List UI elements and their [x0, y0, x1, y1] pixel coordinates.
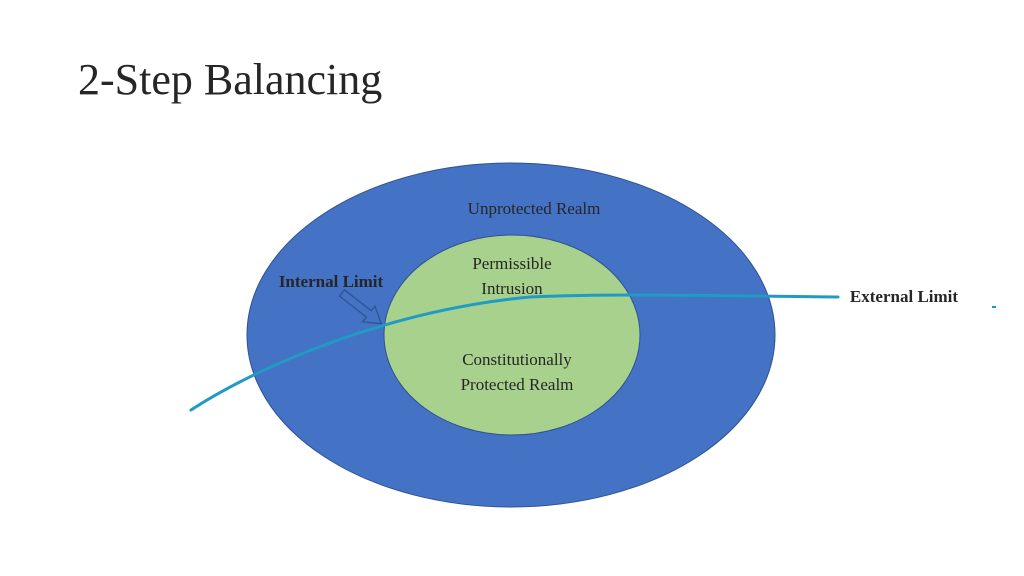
external-limit-label: External Limit — [850, 287, 958, 306]
internal-limit-label: Internal Limit — [279, 272, 384, 291]
permissible-intrusion-label-line1: Permissible — [472, 254, 551, 273]
protected-realm-label-line1: Constitutionally — [462, 350, 572, 369]
protected-realm-label-line2: Protected Realm — [461, 375, 574, 394]
unprotected-realm-label: Unprotected Realm — [468, 199, 601, 218]
external-limit-curve — [189, 293, 840, 412]
permissible-intrusion-label-line2: Intrusion — [481, 279, 543, 298]
protected-realm-ellipse — [383, 234, 641, 436]
slide-title: 2-Step Balancing — [78, 55, 383, 104]
internal-limit-arrow-icon — [338, 289, 383, 325]
